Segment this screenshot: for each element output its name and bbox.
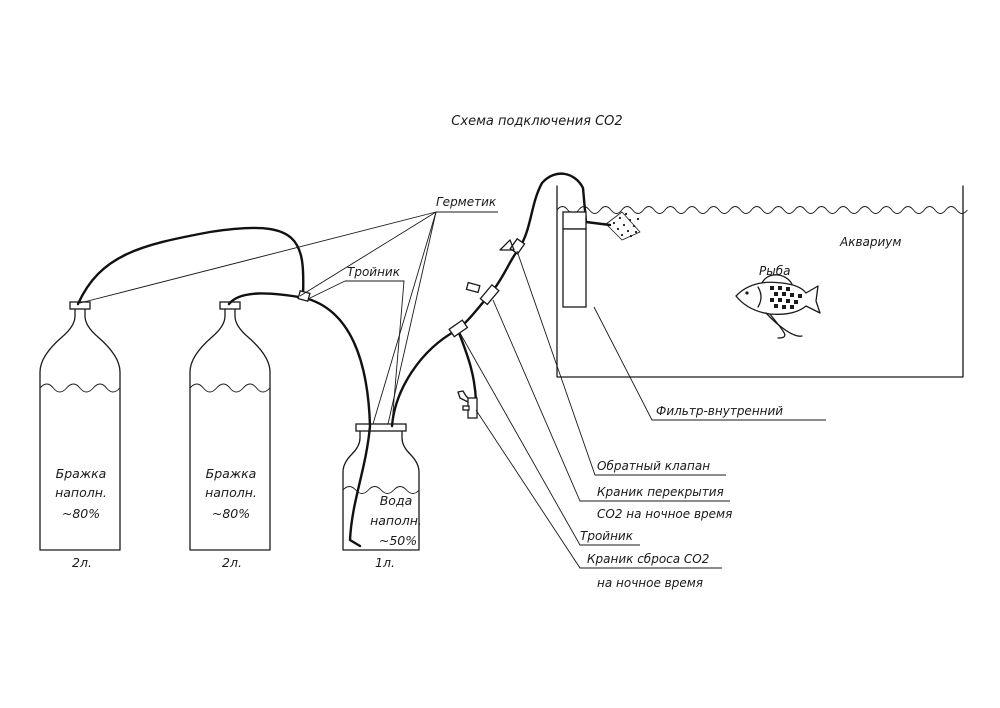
release-valve-label-2: на ночное время: [597, 576, 703, 590]
bottle-3-fill-level: ~50%: [379, 533, 417, 548]
leader-filter: Фильтр-внутренний: [593, 306, 826, 421]
bottle-1-content: Бражка: [56, 466, 107, 481]
bottle-3: Вода наполн. ~50% 1л.: [342, 423, 422, 570]
bottle-2: Бражка наполн. ~80% 2л.: [189, 301, 271, 570]
leader-release-valve: Краник сброса СО2 на ночное время: [475, 409, 722, 590]
bottle-3-content: Вода: [380, 493, 413, 508]
tee-fitting-top: [297, 290, 311, 302]
bottle-1: Бражка наполн. ~80% 2л.: [39, 301, 121, 570]
bottle-2-fill-level: ~80%: [212, 506, 250, 521]
shutoff-valve: [465, 281, 500, 306]
release-valve: [457, 390, 478, 419]
release-valve-label-1: Краник сброса СО2: [587, 552, 709, 566]
filter-label: Фильтр-внутренний: [656, 404, 783, 418]
leader-check-valve: Обратный клапан: [516, 250, 726, 476]
bottle-1-fill-label: наполн.: [55, 485, 107, 500]
bottle-1-fill-level: ~80%: [62, 506, 100, 521]
shutoff-valve-label-2: СО2 на ночное время: [597, 507, 732, 521]
fish: Рыба: [735, 264, 821, 339]
fish-label: Рыба: [759, 264, 790, 278]
co2-tubes: [76, 172, 612, 548]
bottle-3-volume: 1л.: [375, 555, 395, 570]
leader-troynik-top: Тройник: [309, 265, 405, 425]
troynik-top-label: Тройник: [347, 265, 401, 279]
tee-fitting-bottom: [448, 319, 469, 338]
diagram-title: Схема подключения СО2: [451, 114, 622, 129]
germetik-label: Герметик: [436, 195, 497, 209]
bottle-1-volume: 2л.: [72, 555, 92, 570]
shutoff-valve-label-1: Краник перекрытия: [597, 485, 724, 499]
aquarium-label: Аквариум: [839, 235, 901, 249]
leader-troynik-bottom: Тройник: [459, 332, 640, 546]
leader-shutoff-valve: Краник перекрытия СО2 на ночное время: [492, 299, 732, 521]
co2-bubbles: [605, 211, 641, 241]
troynik-bottom-label: Тройник: [580, 529, 634, 543]
leader-germetik: Герметик: [79, 195, 498, 425]
bottle-2-fill-label: наполн.: [205, 485, 257, 500]
internal-filter: [562, 211, 587, 308]
bottle-2-content: Бражка: [206, 466, 257, 481]
bottle-3-fill-label: наполн.: [370, 513, 422, 528]
bottle-2-volume: 2л.: [222, 555, 242, 570]
check-valve-label: Обратный клапан: [597, 459, 710, 473]
check-valve: [499, 237, 526, 255]
aquarium: Аквариум: [556, 185, 968, 378]
